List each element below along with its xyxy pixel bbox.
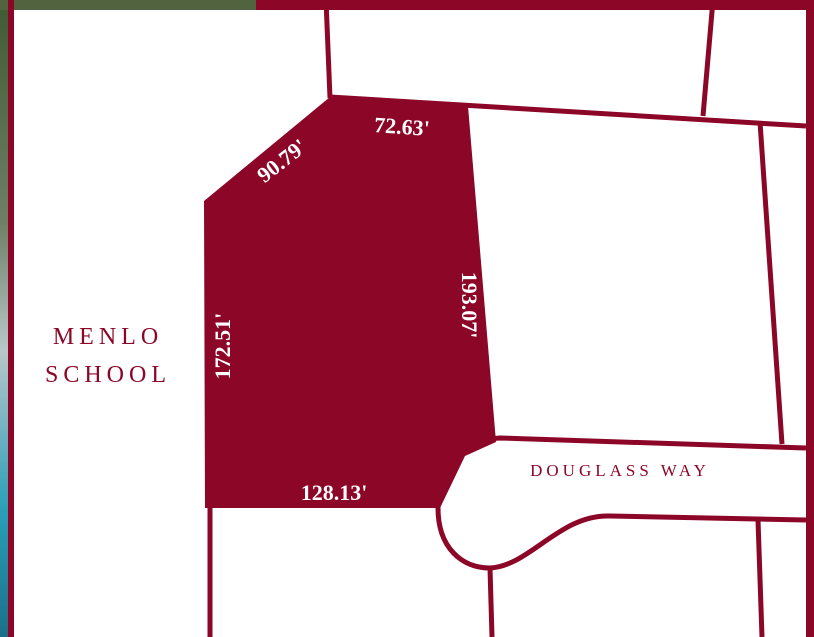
- right-edge-dimension: 193.07': [457, 272, 482, 339]
- frame-top: [256, 0, 814, 10]
- frame-right: [806, 0, 814, 637]
- parcel-line-lower-right: [755, 519, 765, 637]
- subject-lot: [204, 97, 496, 508]
- parcel-line-upper: [329, 94, 807, 129]
- parcel-line-lower-middle: [487, 567, 495, 637]
- parcel-line-top-left: [323, 0, 333, 99]
- parcel-line-right-vertical: [757, 121, 785, 445]
- parcel-lines: [207, 0, 807, 637]
- bottom-edge-dimension: 128.13': [301, 480, 368, 505]
- top-edge-dimension: 72.63': [373, 112, 430, 141]
- aerial-photo-top: [0, 0, 258, 10]
- douglass-way-street: [435, 435, 807, 571]
- street-label-douglass-way: DOUGLASS WAY: [530, 461, 710, 480]
- frame-left: [8, 0, 14, 637]
- map-frame: [8, 0, 814, 637]
- left-edge-dimension: 172.51': [210, 313, 235, 380]
- parcel-line-top-right: [700, 0, 716, 117]
- menlo-school-label-line2: SCHOOL: [45, 362, 171, 388]
- menlo-school-label-line1: MENLO: [53, 324, 163, 350]
